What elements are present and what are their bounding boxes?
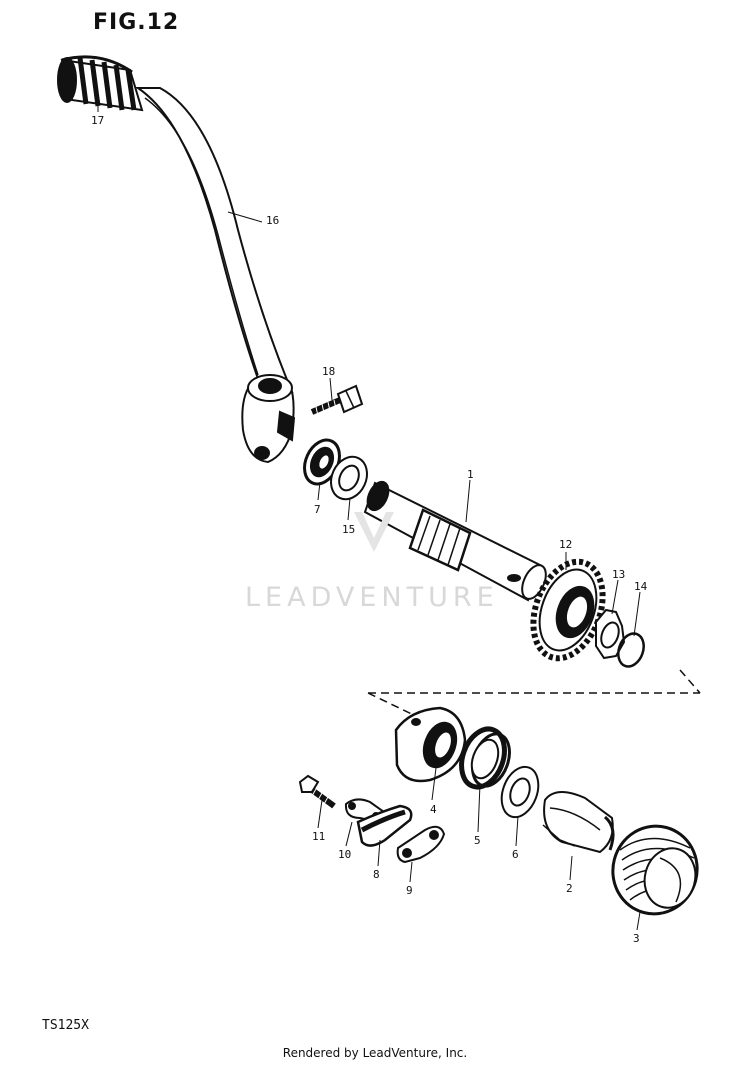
callout-12: 12 [559,538,573,551]
kick-stopper [358,806,411,846]
circlip [614,630,648,670]
callout-9: 9 [406,884,413,897]
kick-starter-guide [396,708,465,781]
kick-lever-arm [138,88,294,462]
kick-spring [603,817,707,924]
model-label: TS125X [42,1018,89,1033]
callout-11: 11 [312,830,326,843]
figure-title: FIG.12 [93,10,180,35]
washer-6 [495,762,545,822]
stopper-bolt [300,776,334,806]
callout-3: 3 [633,932,640,945]
callout-18: 18 [322,365,336,378]
callout-10: 10 [338,848,352,861]
callout-6: 6 [512,848,519,861]
callout-5: 5 [474,834,481,847]
callout-14: 14 [634,580,648,593]
callout-2: 2 [566,882,573,895]
leader-lines [98,96,640,930]
footer-credit: Rendered by LeadVenture, Inc. [282,1046,468,1060]
kick-grip-rubber [58,57,142,110]
callout-15: 15 [342,523,356,536]
splined-washer [596,610,624,658]
oil-seal [298,434,346,489]
kick-pawl [543,792,613,852]
callout-16: 16 [266,214,280,227]
washer-15 [324,451,373,505]
callout-1: 1 [467,468,474,481]
kick-starter-shaft [364,479,551,603]
callout-7: 7 [314,503,321,516]
lever-bolt [312,386,362,416]
callout-4: 4 [430,803,437,816]
watermark-logo [354,512,394,552]
watermark-text: LEADVENTURE [245,582,499,613]
callout-17: 17 [91,114,105,127]
callout-13: 13 [612,568,626,581]
assembly-break-line [368,670,700,718]
spring-ring [454,723,516,793]
callout-8: 8 [373,868,380,881]
retaining-plate [398,827,444,862]
